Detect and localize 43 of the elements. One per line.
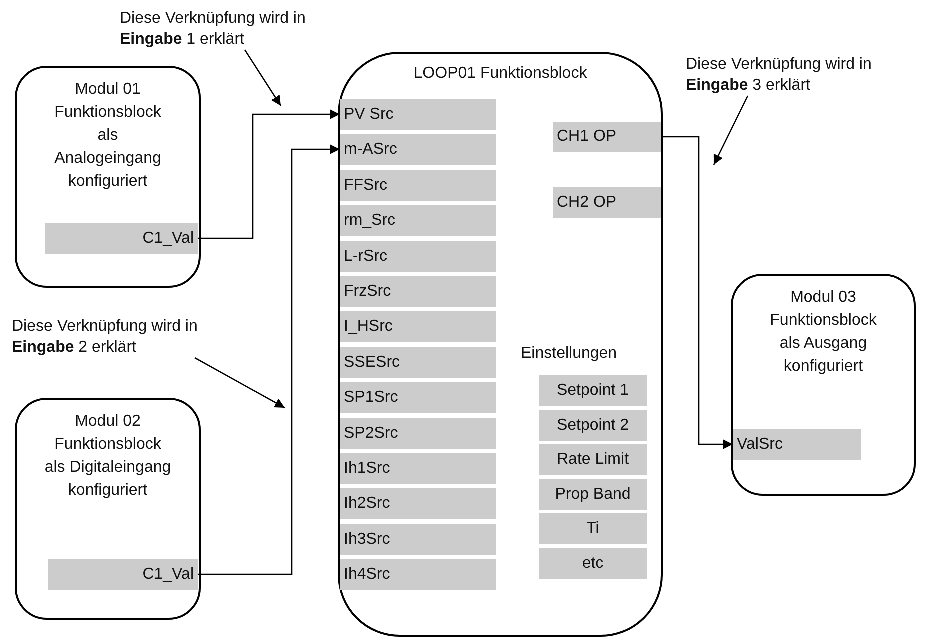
annotation-text: Diese Verknüpfung wird in Eingabe 1 erklärt: [120, 8, 340, 50]
pointer-arrow: [244, 50, 282, 106]
parameter-field: I_HSrc: [340, 311, 496, 342]
function-block: [15, 66, 201, 288]
parameter-field: Ti: [539, 513, 647, 544]
block-title: Modul 02 Funktionsblock als Digitaleingang konfiguriert: [44, 412, 172, 501]
parameter-field: C1_Val: [45, 223, 198, 254]
parameter-field: Prop Band: [539, 479, 647, 510]
connector-arrow: [198, 144, 340, 576]
block-title: Modul 01 Funktionsblock als Analogeingang konfiguriert: [54, 80, 162, 192]
parameter-field: Ih1Src: [340, 453, 496, 484]
parameter-field: FFSrc: [340, 170, 496, 201]
connector-arrow: [198, 110, 340, 240]
function-block: [731, 274, 916, 496]
parameter-field: m-ASrc: [340, 134, 496, 165]
parameter-field: SP2Src: [340, 418, 496, 449]
connector-arrow: [661, 136, 733, 450]
parameter-field: C1_Val: [48, 559, 198, 590]
group-heading: Einstellungen: [521, 345, 618, 363]
parameter-field: rm_Src: [340, 205, 496, 236]
annotation-text: Diese Verknüpfung wird in Eingabe 2 erklärt: [12, 316, 232, 358]
parameter-field: PV Src: [340, 99, 496, 130]
block-title: LOOP01 Funktionsblock: [412, 64, 588, 84]
parameter-field: L-rSrc: [340, 241, 496, 272]
function-block: [338, 52, 663, 637]
parameter-field: Ih2Src: [340, 488, 496, 519]
annotation-text: Diese Verknüpfung wird in Eingabe 3 erklärt: [686, 54, 926, 96]
parameter-field: CH1 OP: [553, 122, 661, 152]
parameter-field: Setpoint 1: [539, 375, 647, 406]
parameter-field: Rate Limit: [539, 444, 647, 475]
pointer-arrow: [713, 96, 749, 166]
parameter-field: SSESrc: [340, 347, 496, 378]
parameter-field: FrzSrc: [340, 276, 496, 307]
parameter-field: ValSrc: [733, 429, 861, 460]
block-title: Modul 03 Funktionsblock als Ausgang konfiguriert: [769, 288, 878, 377]
pointer-arrow: [194, 357, 286, 409]
parameter-field: Setpoint 2: [539, 410, 647, 441]
parameter-field: Ih4Src: [340, 559, 496, 590]
function-block: [15, 398, 201, 620]
parameter-field: CH2 OP: [553, 187, 661, 218]
parameter-field: etc: [539, 548, 647, 579]
parameter-field: SP1Src: [340, 382, 496, 413]
parameter-field: Ih3Src: [340, 524, 496, 555]
